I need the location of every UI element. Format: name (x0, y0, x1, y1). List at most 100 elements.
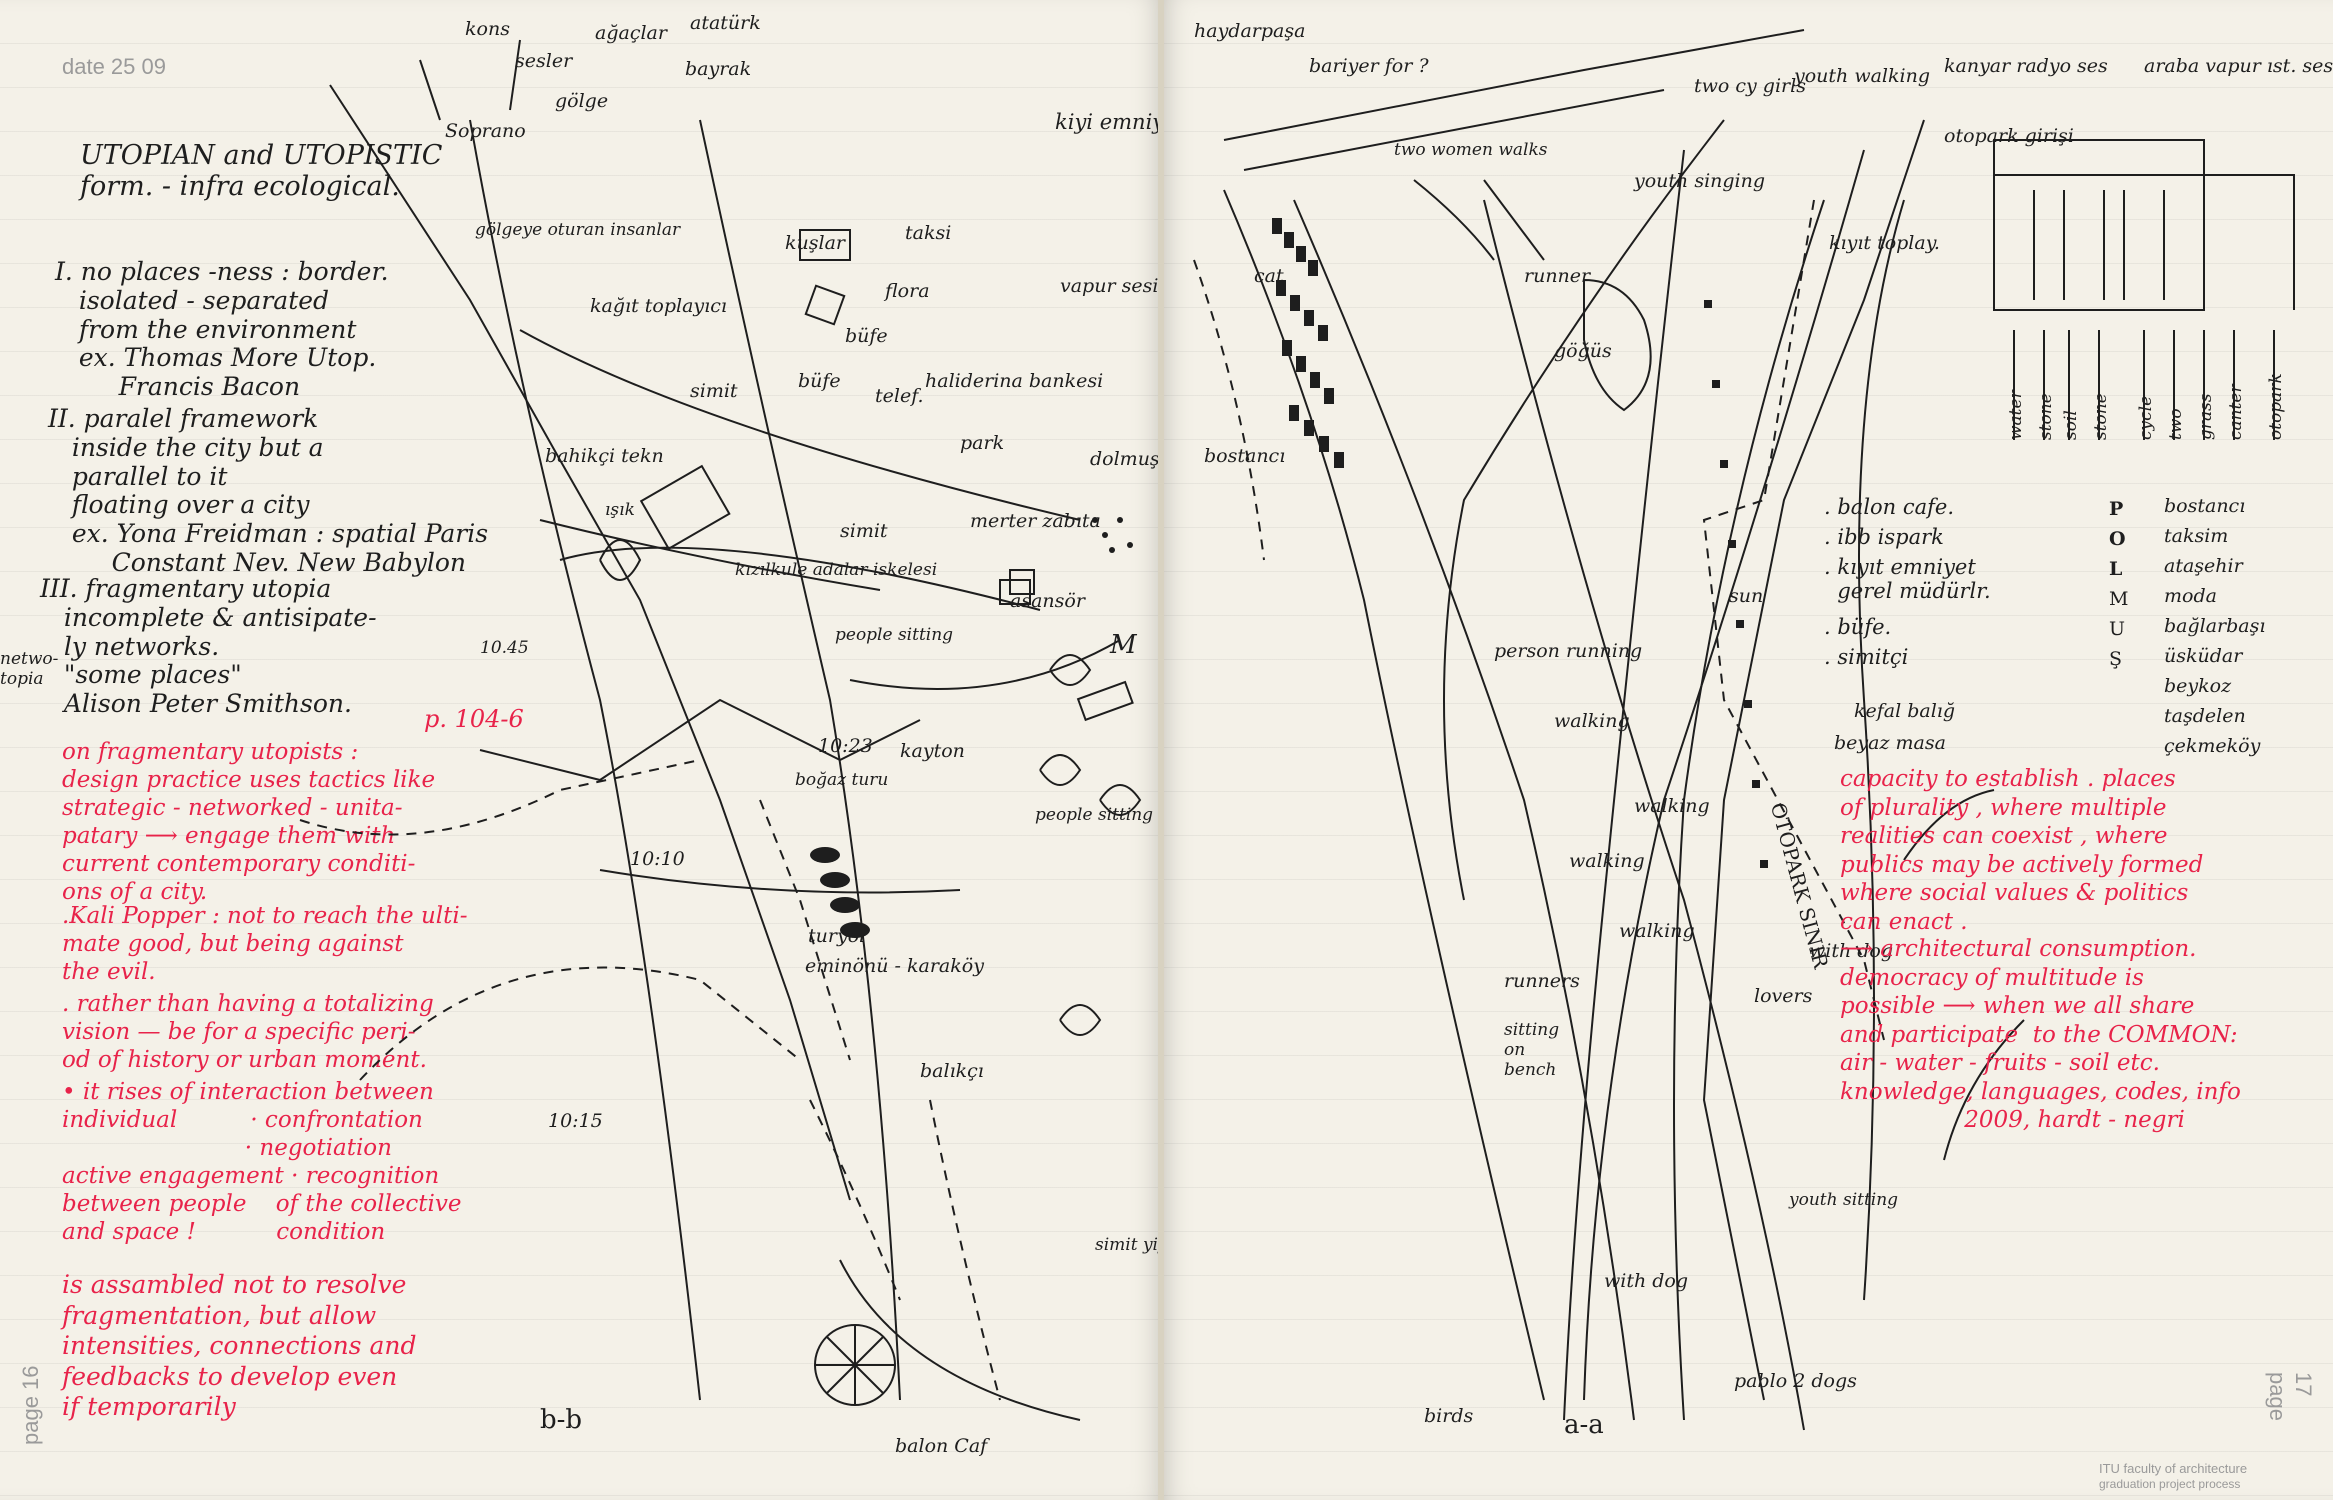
section-label: cycle (2136, 395, 2156, 440)
map-label: simit yiyen adam (1095, 1235, 1160, 1255)
red-note-plurality: capacity to establish . places of plural… (1840, 766, 2204, 935)
section-label: water (2006, 390, 2026, 440)
district: bağlarbaşı (2164, 615, 2266, 637)
section-label: stone (2036, 393, 2056, 440)
map-label: 10.45 (480, 638, 529, 658)
district: taşdelen (2164, 705, 2246, 727)
map-label: Soprano (445, 120, 526, 142)
map-label: eminönü - karaköy (805, 955, 984, 977)
map-label: sesler (515, 50, 573, 72)
map-label: pablo 2 dogs (1734, 1370, 1857, 1392)
pol-letter: M (2109, 588, 2129, 610)
map-label: büfe (845, 325, 888, 347)
map-label: haliderina bankesi (925, 370, 1104, 392)
right-page-number: 17 page (2265, 1372, 2316, 1421)
note-no-places: I. no places -ness : border. isolated - … (55, 257, 389, 401)
note-fragmentary: III. fragmentary utopia incomplete & ant… (40, 574, 377, 718)
district: çekmeköy (2164, 735, 2261, 757)
map-label: gölge (555, 90, 609, 112)
map-label: simit (840, 520, 888, 542)
date-label: date 25 09 (62, 54, 166, 79)
map-label: taksi (905, 222, 952, 244)
district: beykoz (2164, 675, 2232, 697)
poi-item: . simitçi (1824, 645, 1909, 669)
map-label: two women walks (1394, 140, 1548, 160)
map-label: two cy girls (1694, 75, 1806, 97)
map-label: asansör (1010, 590, 1085, 612)
red-note-fragmentary: on fragmentary utopists : design practic… (62, 739, 436, 906)
map-label: sun (1729, 585, 1764, 607)
map-label: youth singing (1634, 170, 1766, 192)
district: üsküdar (2164, 645, 2243, 667)
poi-item: . balon cafe. (1824, 495, 1955, 519)
poi-item: . büfe. (1824, 615, 1892, 639)
section-label: otopark (2266, 373, 2286, 440)
map-label: ışık (605, 500, 635, 520)
poi-item: . ibb ispark (1824, 525, 1944, 549)
map-label: gölgeye oturan insanlar (475, 220, 681, 240)
red-note-assembled: is assambled not to resolve fragmentatio… (62, 1270, 417, 1421)
map-label: 10:23 (818, 735, 873, 757)
district: moda (2164, 585, 2217, 607)
fish-item: kefal balığ (1854, 700, 1956, 722)
map-label: 10:15 (548, 1110, 603, 1132)
section-label: two (2166, 408, 2186, 440)
map-label: bariyer for ? (1309, 55, 1429, 77)
footer-faculty: ITU faculty of architecture (2099, 1461, 2248, 1476)
heading-utopian: UTOPIAN and UTOPISTIC form. - infra ecol… (80, 140, 443, 203)
note-kiyit: kıyıt toplay. (1829, 232, 1940, 254)
map-label: turyol (808, 925, 866, 947)
red-note-commons: ⟶ architectural consumption. democracy o… (1840, 936, 2241, 1134)
map-label: person running (1494, 640, 1643, 662)
map-label: kayton (900, 740, 965, 762)
note-paralel: II. paralel framework inside the city bu… (48, 404, 489, 577)
map-label: walking (1634, 795, 1710, 817)
map-label: cat (1254, 265, 1284, 287)
note-otopark-girisi: otopark girişi (1944, 125, 2074, 147)
margin-networks: netwo- topia (0, 649, 59, 689)
map-label: göğüs (1554, 340, 1612, 362)
map-label: park (960, 432, 1005, 454)
map-label: büfe (798, 370, 841, 392)
map-label: youth sitting (1789, 1190, 1899, 1210)
pol-letter: U (2109, 618, 2126, 640)
map-label: runner (1524, 265, 1591, 287)
section-label: stone (2091, 393, 2111, 440)
map-label: with dog (1604, 1270, 1689, 1292)
note-kanyar: kanyar radyo ses (1944, 55, 2108, 77)
map-label: flora (885, 280, 930, 302)
red-note-totalizing: . rather than having a totalizing vision… (62, 991, 434, 1074)
map-label: dolmuş kr. (1090, 448, 1160, 470)
fish-item: beyaz masa (1834, 732, 1946, 754)
map-label: people sitting (1035, 805, 1154, 825)
map-label: walking (1569, 850, 1645, 872)
scale-label-bb: b-b (540, 1405, 583, 1435)
map-label: kuşlar (785, 232, 845, 254)
map-label: balon Caf (895, 1435, 988, 1457)
right-notebook-page: haydarpaşa bariyer for ? cat two women w… (1164, 0, 2333, 1500)
map-label: kağıt toplayıcı (590, 295, 727, 317)
red-note-interaction: • it rises of interaction between indivi… (62, 1079, 462, 1246)
district: taksim (2164, 525, 2229, 547)
map-label: kons (465, 18, 510, 40)
map-sketch-bb (299, 39, 1142, 1421)
map-label: walking (1619, 920, 1695, 942)
map-label: with dog (1809, 940, 1894, 962)
map-sketch-aa (1193, 29, 2295, 1431)
map-label: merter zabıta (970, 510, 1101, 532)
map-label: telef. (875, 385, 924, 407)
map-label: sitting on bench (1504, 1020, 1560, 1080)
map-label: runners (1504, 970, 1580, 992)
district: bostancı (2164, 495, 2246, 517)
section-label: soil (2061, 410, 2081, 440)
map-label: 10:10 (630, 848, 685, 870)
footer-process: graduation project process (2099, 1477, 2241, 1491)
map-label: boğaz turu (795, 770, 889, 790)
district: ataşehir (2164, 555, 2243, 577)
map-label: birds (1424, 1405, 1474, 1427)
map-label: M (1110, 630, 1137, 660)
notebook-spine (1158, 0, 1166, 1500)
map-label: simit (690, 380, 738, 402)
pol-letter: L (2109, 558, 2123, 580)
map-label: atatürk (690, 12, 761, 34)
